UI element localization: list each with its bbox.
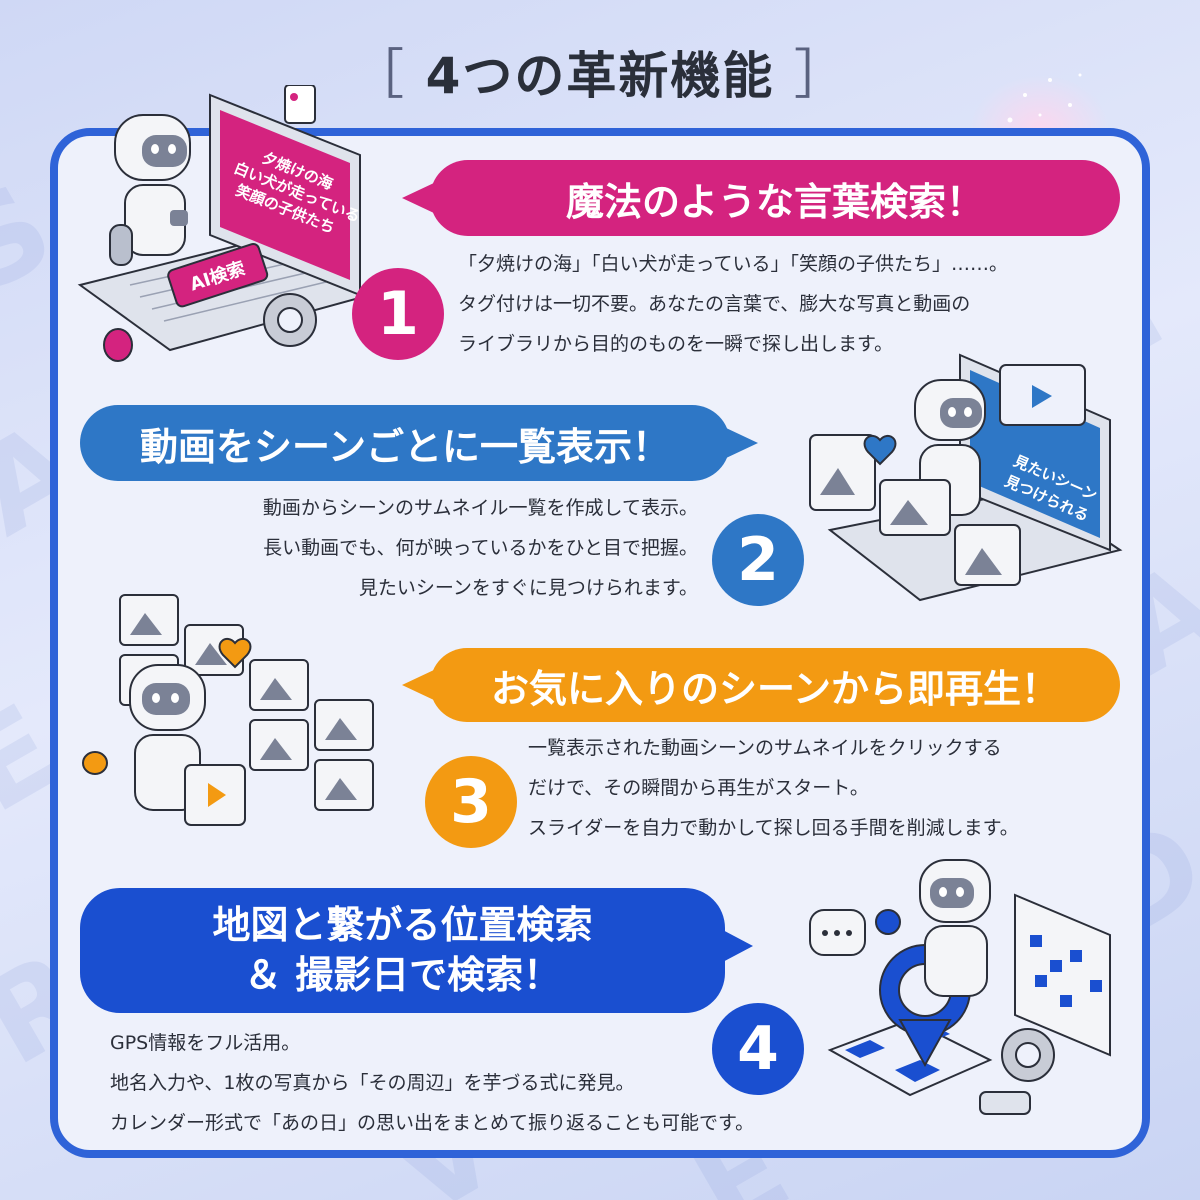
feature-4-heading-line-1: 地図と繋がる位置検索 bbox=[212, 903, 593, 948]
feature-1-line-2: タグ付けは一切不要。あなたの言葉で、膨大な写真と動画の bbox=[458, 293, 971, 315]
feature-1-line-3: ライブラリから目的のものを一瞬で探し出します。 bbox=[458, 333, 894, 355]
feature-1-line-1: 「夕焼けの海」「白い犬が走っている」「笑顔の子供たち」……。 bbox=[458, 253, 1009, 275]
feature-2-heading: 動画をシーンごとに一覧表示！ bbox=[80, 405, 758, 481]
title-open-bracket: ［ bbox=[350, 43, 407, 106]
feature-4-description: GPS情報をフル活用。 地名入力や、1枚の写真から「その周辺」を芋づる式に発見。… bbox=[110, 1023, 754, 1143]
feature-2-line-3: 見たいシーンをすぐに見つけられます。 bbox=[358, 577, 698, 599]
feature-2-line-2: 長い動画でも、何が映っているかをひと目で把握。 bbox=[263, 537, 698, 559]
feature-2-illustration: 見たいシーン 見つけられる bbox=[809, 353, 1123, 602]
feature-2-line-1: 動画からシーンのサムネイル一覧を作成して表示。 bbox=[262, 497, 698, 519]
gear-icon bbox=[1001, 1028, 1055, 1082]
feature-3-illustration bbox=[82, 594, 374, 826]
feature-2-heading-text: 動画をシーンごとに一覧表示！ bbox=[139, 424, 671, 469]
feature-4-line-3: カレンダー形式で「あの日」の思い出をまとめて振り返ることも可能です。 bbox=[110, 1112, 755, 1134]
feature-3-line-3: スライダーを自力で動かして探し回る手間を削減します。 bbox=[528, 817, 1019, 839]
chat-bubble-icon bbox=[809, 909, 866, 956]
title-text: 4つの革新機能 bbox=[425, 47, 775, 105]
feature-4-line-2: 地名入力や、1枚の写真から「その周辺」を芋づる式に発見。 bbox=[110, 1072, 635, 1094]
robot-icon bbox=[129, 664, 246, 826]
feature-3-heading-text: お気に入りのシーンから即再生！ bbox=[490, 666, 1060, 711]
feature-4-illustration bbox=[809, 859, 1111, 1115]
play-icon bbox=[208, 783, 226, 807]
feature-1-description: 「夕焼けの海」「白い犬が走っている」「笑顔の子供たち」……。 タグ付けは一切不要… bbox=[458, 244, 1008, 364]
feature-4-number: 4 bbox=[712, 1003, 804, 1095]
feature-1-illustration: 夕焼けの海 白い犬が走っている 笑顔の子供たち AI検索 bbox=[77, 85, 373, 362]
feature-2-description: 動画からシーンのサムネイル一覧を作成して表示。 長い動画でも、何が映っているかを… bbox=[150, 488, 698, 608]
feature-1-heading: 魔法のような言葉検索！ bbox=[402, 160, 1120, 236]
play-icon bbox=[1032, 385, 1052, 408]
feature-3-line-1: 一覧表示された動画シーンのサムネイルをクリックする bbox=[528, 737, 1002, 759]
feature-3-description: 一覧表示された動画シーンのサムネイルをクリックする だけで、その瞬間から再生がス… bbox=[528, 728, 1019, 848]
robot-icon bbox=[919, 859, 991, 997]
gear-icon bbox=[263, 293, 317, 347]
feature-4-line-1: GPS情報をフル活用。 bbox=[110, 1032, 301, 1054]
heart-icon bbox=[863, 434, 897, 466]
heart-icon bbox=[218, 637, 252, 669]
feature-4-heading: 地図と繋がる位置検索 ＆ 撮影日で検索！ bbox=[80, 888, 753, 1013]
feature-3-line-2: だけで、その瞬間から再生がスタート。 bbox=[528, 777, 869, 799]
image-thumbnail-icon bbox=[809, 434, 1021, 586]
page-title: ［ 4つの革新機能 ］ bbox=[0, 30, 1200, 109]
feature-1-heading-text: 魔法のような言葉検索！ bbox=[565, 179, 984, 224]
calendar-icon bbox=[1014, 893, 1111, 1057]
robot-icon bbox=[109, 114, 191, 266]
feature-2-number: 2 bbox=[712, 514, 804, 606]
feature-3-heading: お気に入りのシーンから即再生！ bbox=[402, 648, 1120, 722]
feature-4-heading-line-2: ＆ 撮影日で検索！ bbox=[243, 952, 562, 997]
feature-1-number: 1 bbox=[352, 268, 444, 360]
feature-3-number: 3 bbox=[425, 756, 517, 848]
title-close-bracket: ］ bbox=[793, 43, 850, 106]
